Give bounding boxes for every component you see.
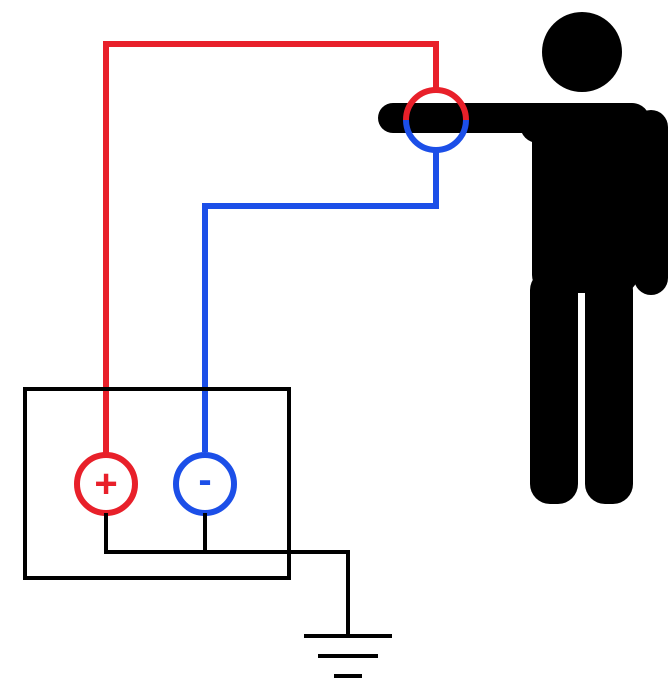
positive-terminal-icon: + — [74, 452, 138, 516]
negative-terminal-symbol: - — [198, 458, 211, 502]
person-head — [542, 12, 622, 92]
ground-wire — [104, 513, 350, 636]
ground-symbol-icon — [304, 634, 392, 678]
positive-wire — [103, 41, 469, 456]
person-right-arm — [634, 110, 668, 295]
negative-contact-arc — [403, 119, 469, 153]
positive-terminal-symbol: + — [94, 462, 117, 506]
power-source-box — [23, 387, 291, 580]
person-torso — [532, 103, 638, 293]
person-right-leg — [585, 270, 633, 504]
person-figure-icon — [378, 12, 668, 504]
person-left-leg — [530, 270, 578, 504]
negative-wire — [202, 119, 469, 452]
positive-wire-path — [103, 41, 439, 456]
negative-terminal-icon: - — [173, 452, 237, 516]
negative-wire-path — [202, 150, 439, 452]
ground-wire-path — [104, 513, 350, 636]
positive-contact-arc — [403, 87, 469, 121]
